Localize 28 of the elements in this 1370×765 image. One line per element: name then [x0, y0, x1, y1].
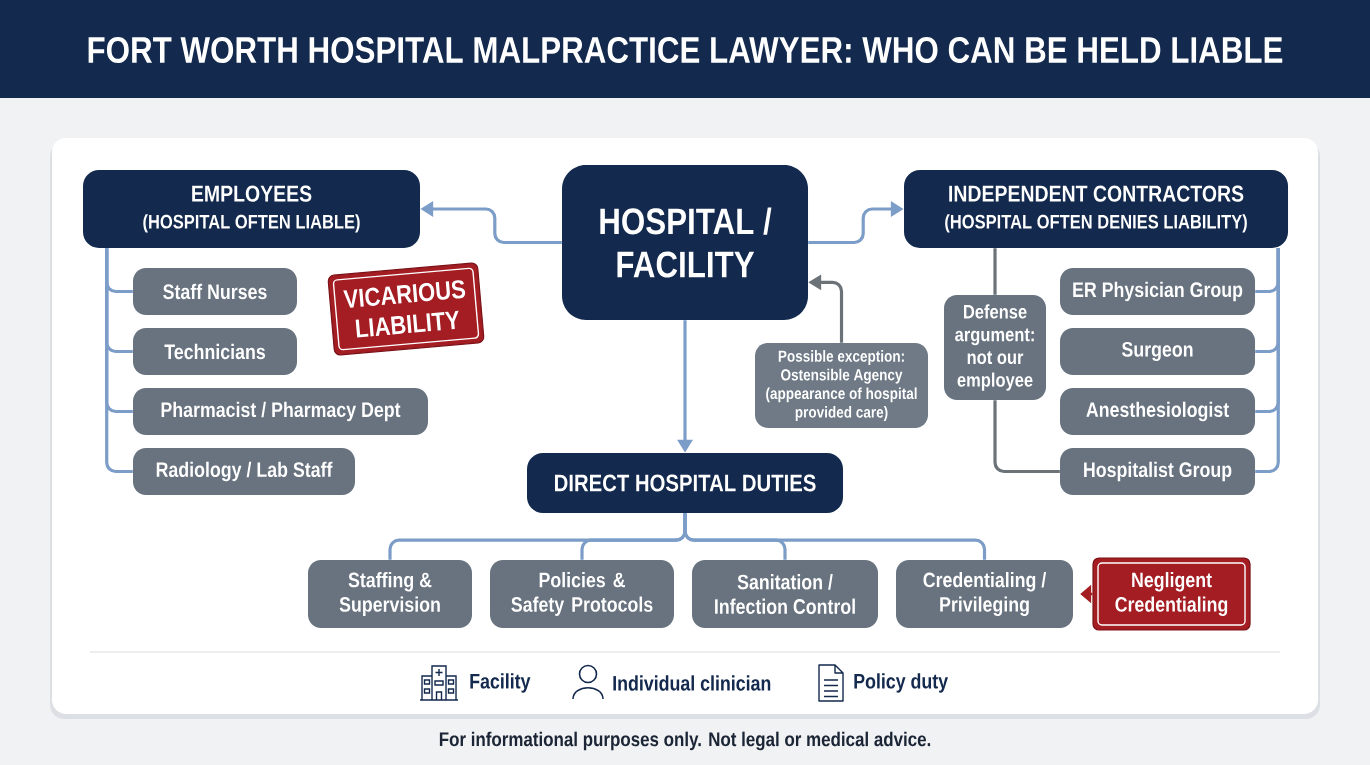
footer-note: For informational purposes only. Not legal or medical advice.	[439, 731, 931, 751]
item-box: Surgeon	[1060, 328, 1255, 375]
item-box: ER Physician Group	[1060, 268, 1255, 315]
connector	[993, 248, 997, 295]
item-box: Defense argument: not our employee	[944, 295, 1046, 400]
connector	[105, 248, 133, 474]
legend-label: Individual clinician	[613, 675, 771, 691]
heading-box: DIRECT HOSPITAL DUTIES	[527, 453, 843, 513]
legend-label: Facility	[470, 673, 531, 693]
heading-box: HOSPITAL / FACILITY	[562, 165, 808, 320]
item-box: Hospitalist Group	[1060, 448, 1255, 495]
item-box: Staff Nurses	[133, 268, 297, 315]
note-box: Possible exception: Ostensible Agency (appearance of hospital provided care)	[755, 343, 928, 428]
item-box: Anesthesiologist	[1060, 388, 1255, 435]
item-box: Radiology / Lab Staff	[133, 448, 355, 495]
heading-box: INDEPENDENT CONTRACTORS (HOSPITAL OFTEN DENIES LIABILITY)	[904, 170, 1288, 248]
heading-box: EMPLOYEES (HOSPITAL OFTEN LIABLE)	[83, 170, 420, 248]
item-box: Credentialing / Privileging	[896, 560, 1073, 628]
connector	[993, 400, 1060, 474]
legend-label: Policy duty	[854, 673, 948, 693]
callout-box: Negligent Credentialing	[1092, 557, 1251, 631]
item-box: Policies & Safety Protocols	[490, 560, 674, 628]
item-box: Pharmacist / Pharmacy Dept	[133, 388, 428, 435]
title-banner: FORT WORTH HOSPITAL MALPRACTICE LAWYER: WHO CAN BE HELD LIABLE	[0, 0, 1370, 98]
item-box: Technicians	[133, 328, 297, 375]
stamp: VICARIOUS LIABILITY	[327, 262, 485, 356]
item-box: Staffing & Supervision	[308, 560, 472, 628]
item-box: Sanitation / Infection Control	[692, 560, 878, 628]
